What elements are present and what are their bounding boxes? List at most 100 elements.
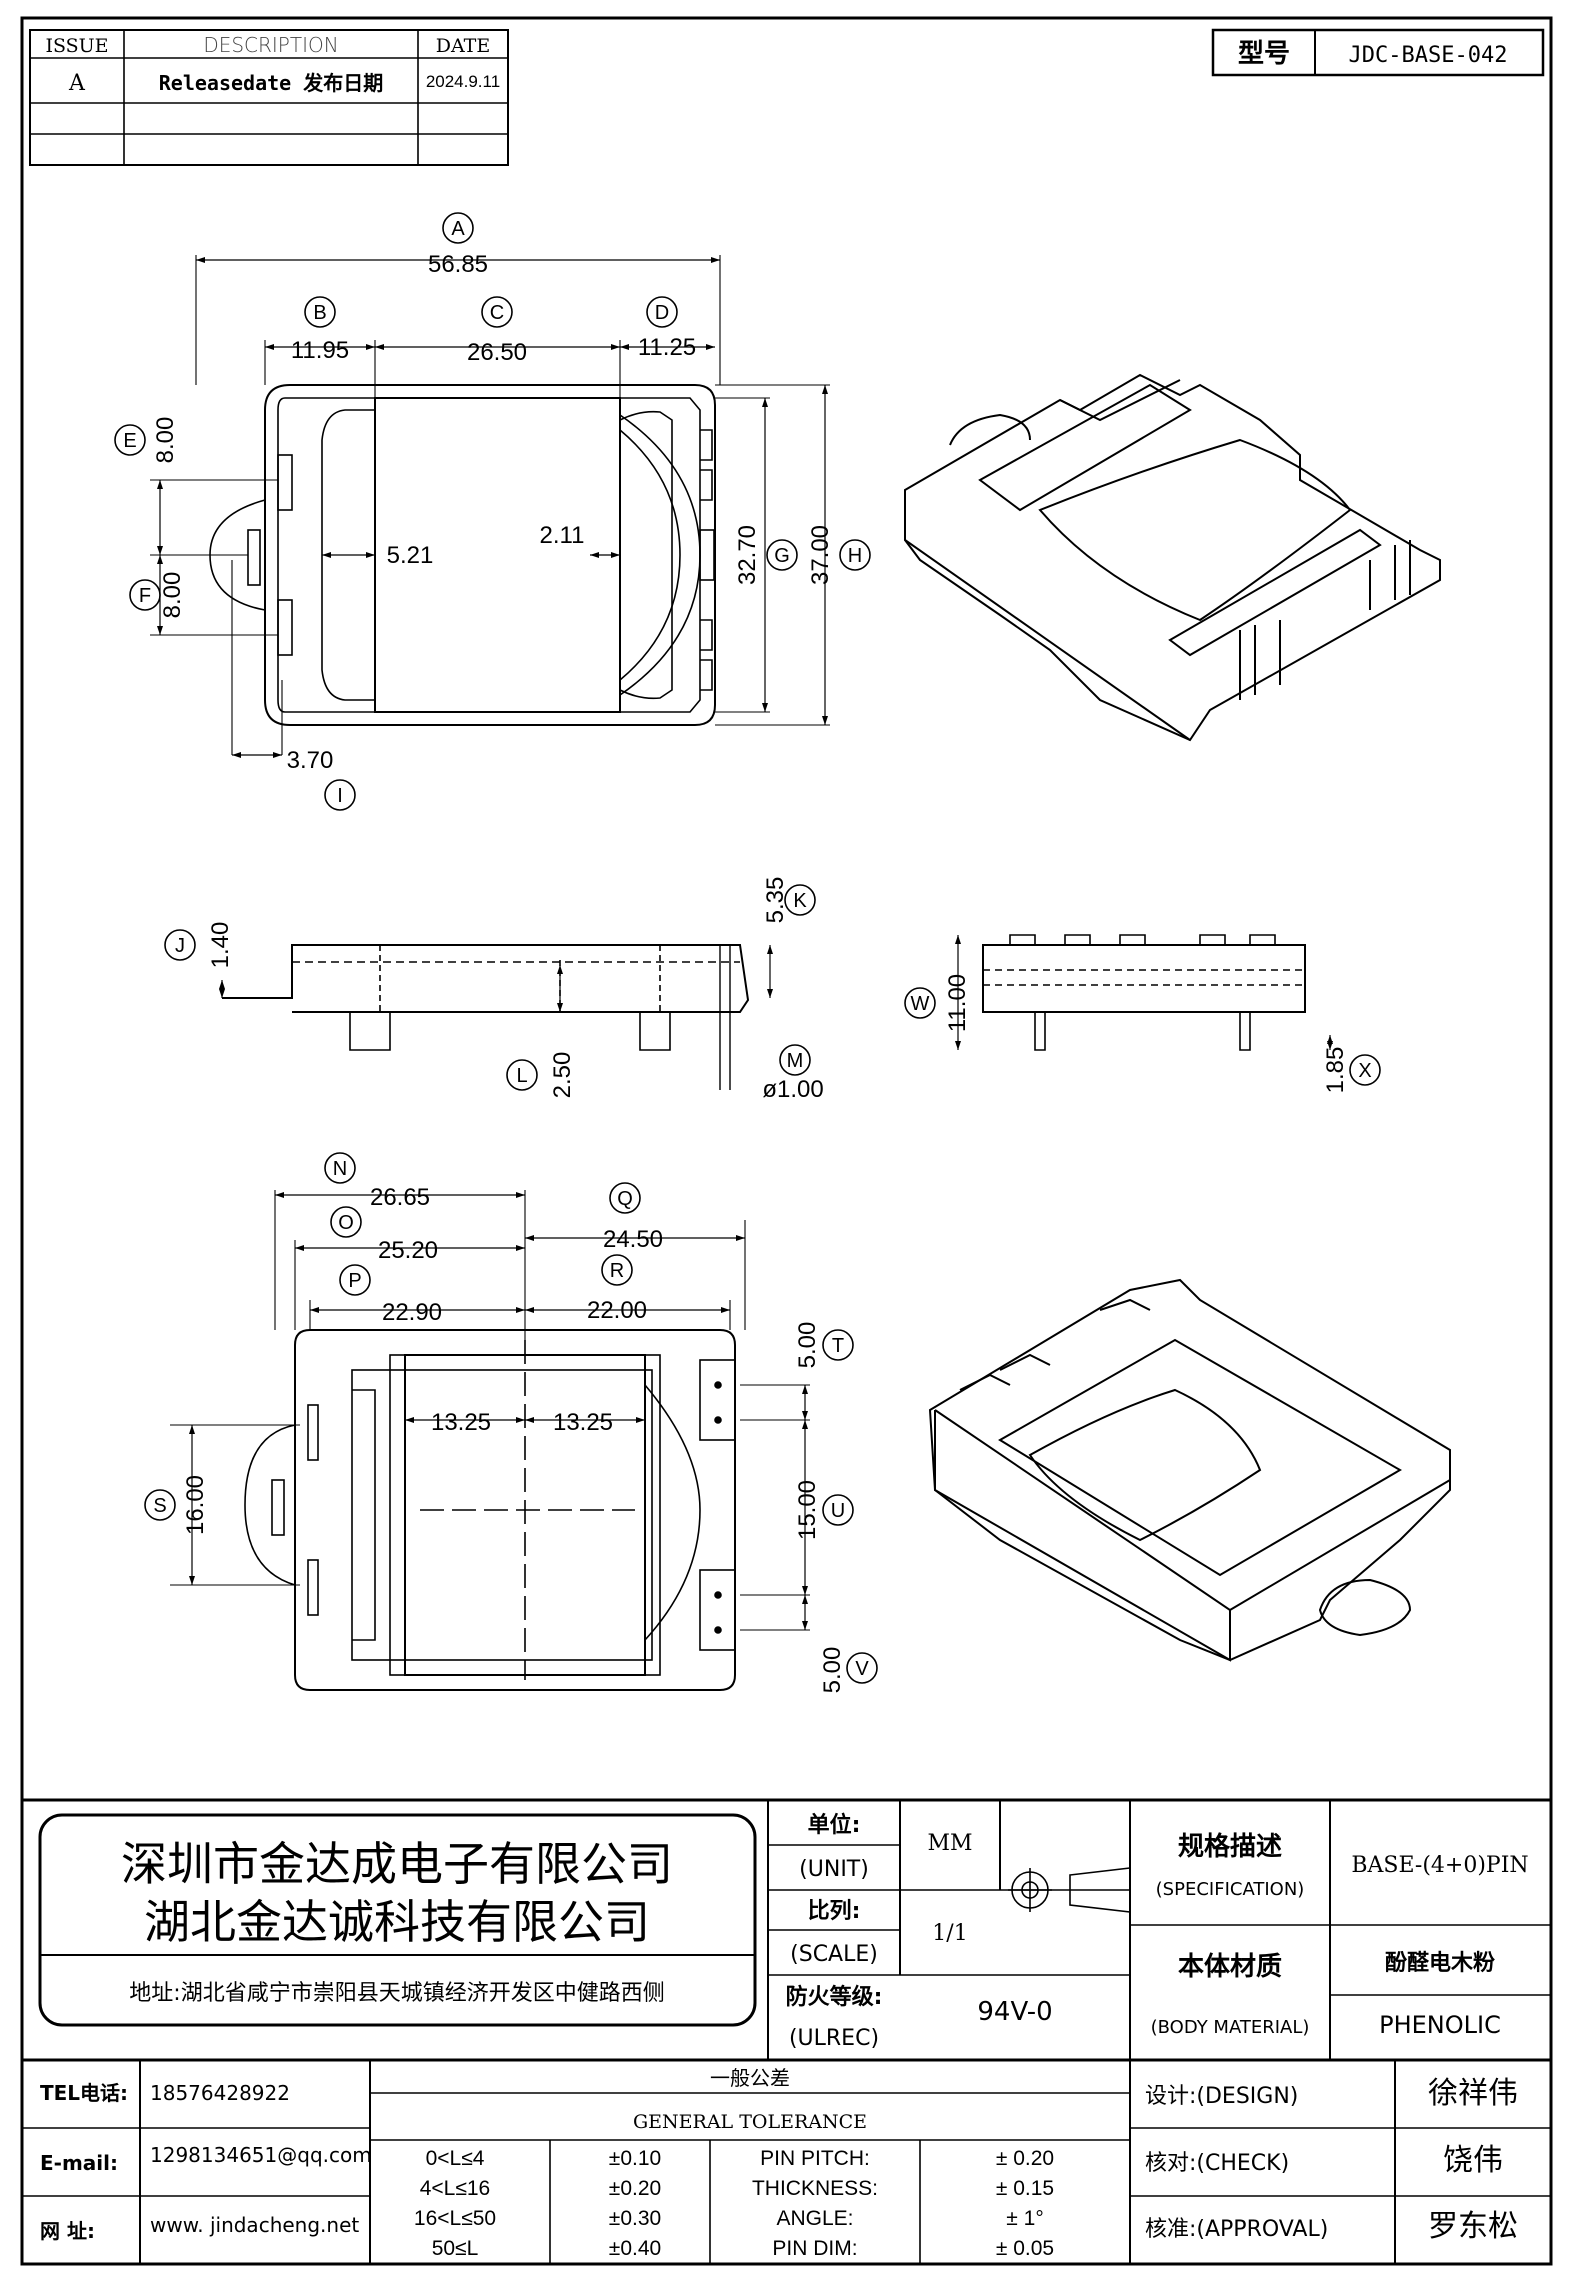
check-value: 饶伟 — [1443, 2143, 1503, 2178]
dim-q: 24.50 — [603, 1226, 663, 1253]
tel-label: TEL电话: — [40, 2081, 128, 2105]
label-circle-p — [339, 1264, 371, 1296]
label-circle-q — [609, 1182, 641, 1214]
tolerance-range-2: 16<L≤50 — [414, 2207, 496, 2230]
bottom-view — [244, 1329, 736, 1691]
label-letter-e: E — [123, 430, 136, 452]
label-letter-k: K — [793, 890, 807, 912]
revision-table — [29, 29, 509, 166]
rev-date-header: DATE — [436, 35, 490, 57]
email-label: E-mail: — [40, 2151, 118, 2175]
label-letter-a: A — [451, 218, 465, 240]
unit-value: MM — [927, 1831, 972, 1856]
rev-issue-a: A — [68, 71, 86, 96]
label-letter-c: C — [490, 302, 504, 324]
label-letter-o: O — [338, 1212, 354, 1234]
dim-x: 1.85 — [1322, 1047, 1349, 1094]
side-view — [222, 944, 750, 1090]
dim-inner-right: 2.11 — [540, 522, 585, 549]
label-letter-x: X — [1358, 1060, 1371, 1082]
tolerance-title-en: GENERAL TOLERANCE — [633, 2111, 867, 2133]
web-label: 网 址: — [40, 2219, 95, 2243]
label-letter-g: G — [774, 545, 790, 567]
tolerance-value-0: ± 0.20 — [996, 2147, 1054, 2170]
label-letter-i: I — [337, 785, 343, 807]
label-circle-k — [784, 884, 816, 916]
label-circle-m — [779, 1044, 811, 1076]
label-letter-t: T — [832, 1335, 844, 1357]
label-letter-v: V — [855, 1658, 869, 1680]
spec-value: BASE-(4+0)PIN — [1351, 1853, 1528, 1878]
check-label: 核对:(CHECK) — [1145, 2151, 1289, 2176]
dim-t: 5.00 — [794, 1322, 821, 1369]
spec-label-en: (SPECIFICATION) — [1156, 1879, 1305, 1900]
tolerance-range-1: 4<L≤16 — [420, 2177, 491, 2200]
dim-a: 56.85 — [428, 251, 488, 278]
dim-center-left: 13.25 — [431, 1409, 491, 1436]
email-value: 1298134651@qq.com — [150, 2143, 372, 2167]
tolerance-value-1: ± 0.15 — [996, 2177, 1054, 2200]
label-letter-l: L — [516, 1065, 527, 1087]
label-circle-a — [442, 212, 474, 244]
label-letter-q: Q — [617, 1188, 633, 1210]
label-circle-j — [164, 929, 196, 961]
tolerance-tol-2: ±0.30 — [609, 2207, 661, 2230]
dim-center-right: 13.25 — [553, 1409, 613, 1436]
tolerance-title-cn: 一般公差 — [710, 2066, 790, 2090]
label-circle-x — [1349, 1054, 1381, 1086]
tolerance-item-1: THICKNESS: — [752, 2177, 878, 2200]
tolerance-item-2: ANGLE: — [776, 2207, 853, 2230]
label-circle-w — [904, 987, 936, 1019]
iso-view-bottom — [928, 1278, 1451, 1662]
label-letter-d: D — [655, 302, 669, 324]
dim-d: 11.25 — [638, 334, 696, 361]
material-value-cn: 酚醛电木粉 — [1385, 1951, 1495, 1976]
spec-label: 规格描述 — [1178, 1831, 1282, 1862]
dim-p: 22.90 — [382, 1299, 442, 1326]
dim-inner-left: 5.21 — [387, 542, 434, 569]
web-value: www. jindacheng.net — [150, 2213, 359, 2237]
label-circle-b — [304, 296, 336, 328]
rev-desc-header: DESCRIPTION — [203, 33, 338, 57]
tolerance-tol-1: ±0.20 — [609, 2177, 661, 2200]
label-circle-n — [324, 1152, 356, 1184]
unit-label-en: (UNIT) — [799, 1857, 869, 1882]
label-letter-s: S — [153, 1495, 166, 1517]
approval-label: 核准:(APPROVAL) — [1145, 2217, 1328, 2242]
dim-f: 8.00 — [159, 572, 186, 619]
model-box — [1211, 28, 1545, 77]
dim-i: 3.70 — [287, 747, 334, 774]
label-circle-t — [822, 1329, 854, 1361]
label-letter-p: P — [348, 1270, 361, 1292]
dim-h: 37.00 — [807, 525, 834, 585]
dim-e: 8.00 — [152, 417, 179, 464]
dim-r: 22.00 — [587, 1297, 647, 1324]
fire-label: 防火等级: — [786, 1984, 883, 2010]
scale-label-en: (SCALE) — [790, 1942, 878, 1967]
label-letter-b: B — [313, 302, 326, 324]
label-circle-h — [839, 539, 871, 571]
end-view — [982, 934, 1306, 1051]
rev-issue-header: ISSUE — [45, 35, 108, 57]
label-circle-v — [846, 1652, 878, 1684]
dim-n: 26.65 — [370, 1184, 430, 1211]
model-label: 型号 — [1238, 39, 1290, 69]
label-circle-r — [601, 1254, 633, 1286]
dim-m: ø1.00 — [762, 1076, 823, 1103]
dim-u: 15.00 — [794, 1480, 821, 1540]
label-circle-e — [114, 424, 146, 456]
label-circle-i — [324, 779, 356, 811]
model-value: JDC-BASE-042 — [1349, 43, 1508, 68]
rev-desc-a: Releasedate 发布日期 — [159, 71, 384, 95]
tolerance-item-3: PIN DIM: — [772, 2237, 857, 2260]
label-letter-w: W — [911, 993, 930, 1015]
design-label: 设计:(DESIGN) — [1145, 2084, 1298, 2109]
fire-label-en: (ULREC) — [789, 2026, 879, 2051]
dim-c: 26.50 — [467, 339, 527, 366]
tel-value: 18576428922 — [150, 2081, 290, 2105]
tolerance-tol-0: ±0.10 — [609, 2147, 661, 2170]
dim-w: 11.00 — [944, 974, 971, 1032]
dim-g: 32.70 — [734, 525, 761, 585]
company-name-2: 湖北金达诚科技有限公司 — [144, 1895, 650, 1949]
fire-value: 94V-0 — [977, 1997, 1052, 2027]
